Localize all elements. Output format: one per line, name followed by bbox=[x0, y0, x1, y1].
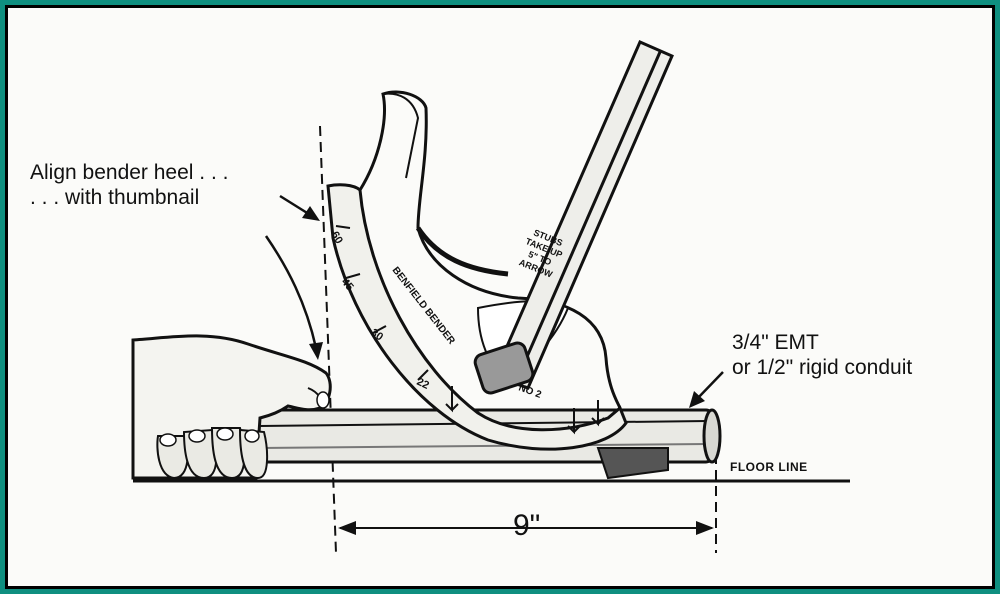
bender-handle bbox=[473, 40, 674, 395]
heel-annotation-line-2: . . . with thumbnail bbox=[30, 186, 200, 209]
dimension-arrow-right bbox=[696, 521, 714, 535]
mark-60: 60 bbox=[328, 230, 345, 247]
hand bbox=[131, 334, 332, 480]
callout-arrows bbox=[264, 194, 724, 408]
bender-illustration: 60 45 30 22 BENFIELD BENDER NO 2 STUBS T… bbox=[131, 40, 850, 554]
heel-annotation-line-1: Align bender heel . . . bbox=[30, 161, 229, 184]
conduit-annotation-line-1: 3/4" EMT bbox=[732, 331, 819, 354]
heel-alignment-line bbox=[319, 125, 337, 554]
dimension-label: 9" bbox=[513, 509, 541, 542]
mark-22: 22 bbox=[415, 376, 431, 392]
bender-foot bbox=[596, 447, 669, 480]
conduit-annotation-line-2: or 1/2" rigid conduit bbox=[732, 356, 913, 379]
bender-head bbox=[326, 90, 628, 451]
mark-30: 30 bbox=[368, 327, 385, 344]
diagram-canvas: 60 45 30 22 BENFIELD BENDER NO 2 STUBS T… bbox=[8, 8, 992, 586]
floor-line-label: FLOOR LINE bbox=[730, 460, 808, 474]
frame-border: 60 45 30 22 BENFIELD BENDER NO 2 STUBS T… bbox=[5, 5, 995, 589]
dimension-arrow-left bbox=[338, 521, 356, 535]
model-text: NO 2 bbox=[517, 382, 543, 400]
